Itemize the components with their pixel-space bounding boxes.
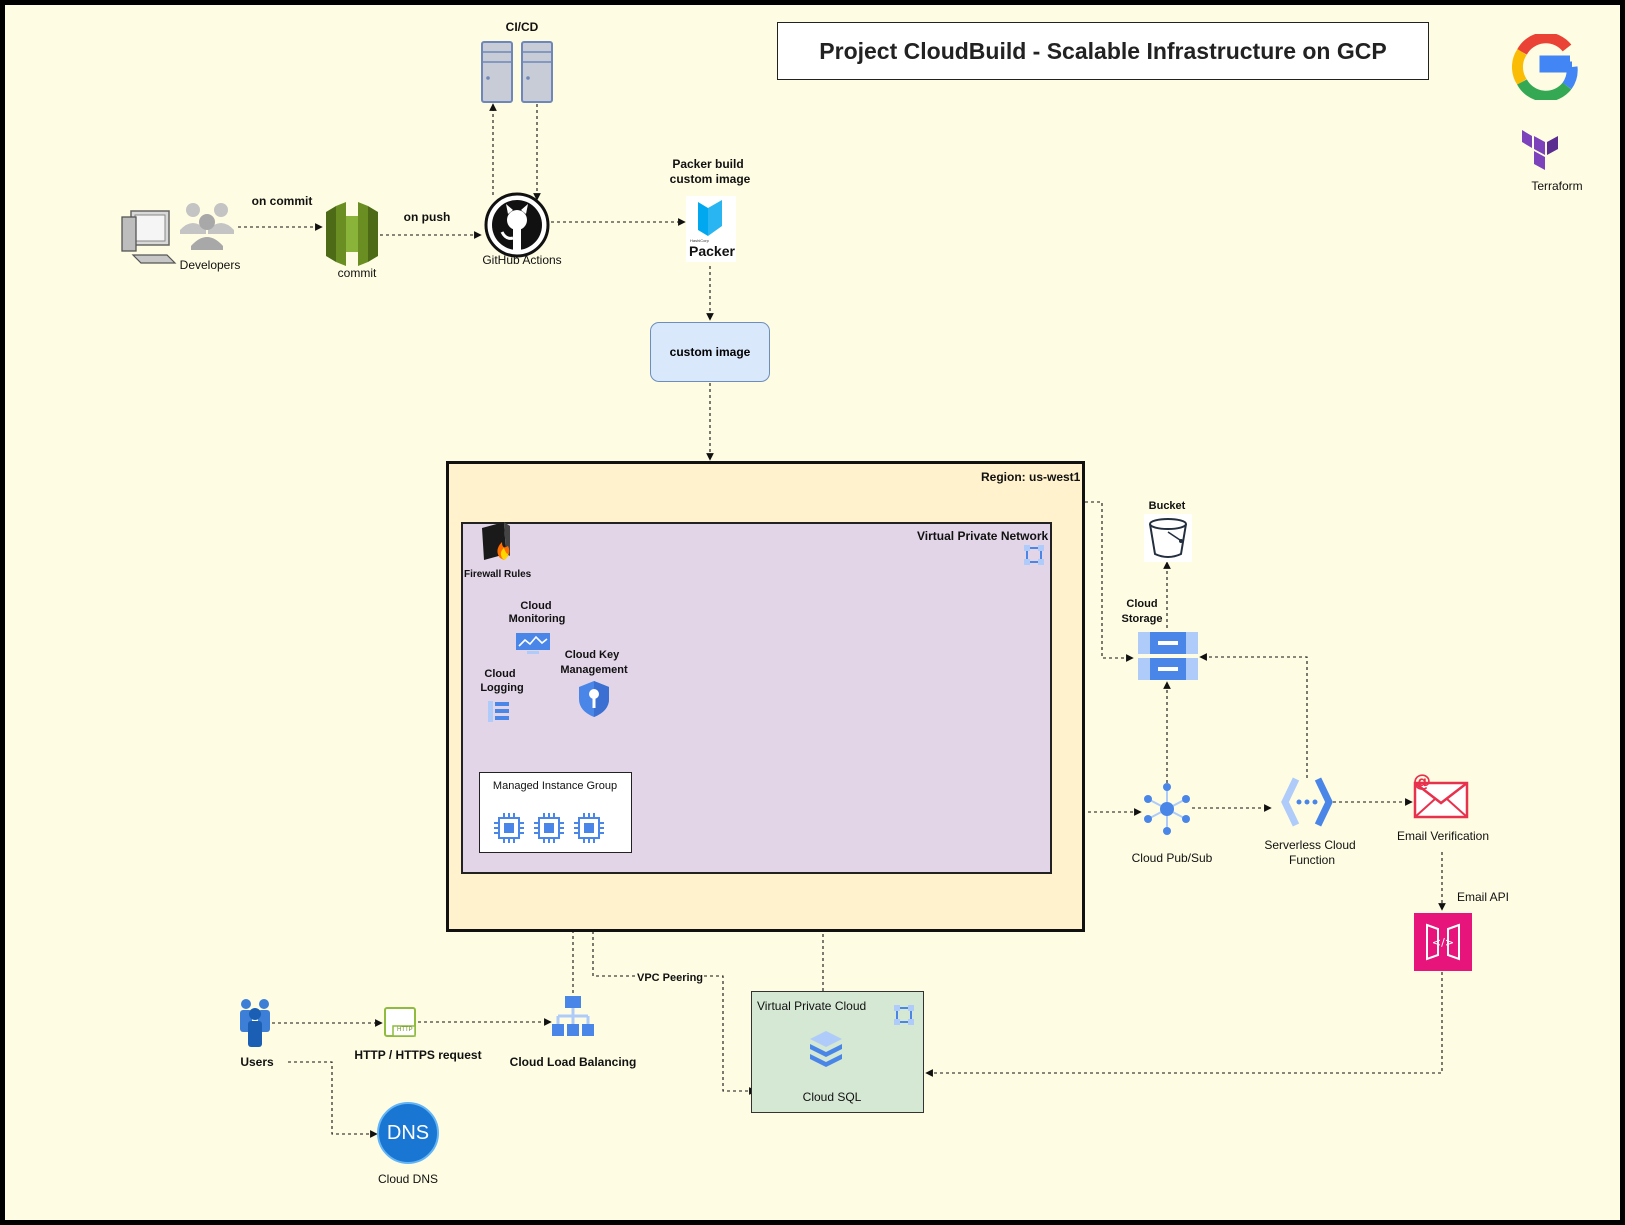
storage-label-2: Storage xyxy=(1121,613,1163,625)
server-icon xyxy=(481,41,553,103)
custom-image-box[interactable]: custom image xyxy=(650,322,770,382)
users-label: Users xyxy=(240,1055,274,1069)
svg-text:@: @ xyxy=(1413,771,1431,792)
function-icon xyxy=(1281,777,1333,827)
storage-icon xyxy=(1138,632,1198,680)
packer-icon: HashiCorp Packer xyxy=(686,196,736,262)
bucket-icon xyxy=(1144,514,1192,562)
commit-label: commit xyxy=(337,266,377,280)
monitoring-icon xyxy=(516,633,550,654)
on-commit-label: on commit xyxy=(251,194,313,208)
developers-label: Developers xyxy=(179,258,241,272)
packer-build-label-2: custom image xyxy=(669,172,751,186)
cloud-dns-label: Cloud DNS xyxy=(377,1172,439,1186)
load-balancer-icon xyxy=(552,996,594,1036)
svg-text:</>: </> xyxy=(1432,936,1454,949)
logging-icon xyxy=(488,701,509,722)
vpn-label: Virtual Private Network xyxy=(917,529,1049,543)
pubsub-label: Cloud Pub/Sub xyxy=(1131,851,1213,865)
vpc-icon xyxy=(894,1005,914,1025)
logging-label-2: Logging xyxy=(480,682,524,694)
github-actions-label: GitHub Actions xyxy=(482,253,562,267)
cicd-label: CI/CD xyxy=(505,20,539,34)
computer-icon xyxy=(121,210,177,264)
packer-build-label-1: Packer build xyxy=(672,157,744,171)
github-icon[interactable] xyxy=(484,192,552,258)
vpc-peering-label: VPC Peering xyxy=(637,972,704,984)
packer-logo-text: Packer xyxy=(689,243,735,259)
compute-chip-icon xyxy=(494,812,605,844)
vpc-container xyxy=(751,991,924,1113)
on-push-label: on push xyxy=(403,210,451,224)
dns-icon: DNS xyxy=(377,1102,439,1164)
http-badge: HTTP xyxy=(397,1027,413,1033)
kms-icon xyxy=(579,681,609,717)
bucket-label: Bucket xyxy=(1148,500,1186,512)
google-logo-icon xyxy=(1512,34,1578,100)
http-icon xyxy=(384,1007,416,1037)
users-icon xyxy=(240,999,270,1047)
mig-label: Managed Instance Group xyxy=(492,780,618,792)
kms-label-1: Cloud Key xyxy=(564,649,620,661)
function-label-1: Serverless Cloud xyxy=(1264,838,1356,852)
vpc-label: Virtual Private Cloud xyxy=(757,999,867,1013)
packer-logo-small: HashiCorp xyxy=(690,238,709,243)
users-icon xyxy=(180,203,234,250)
sql-icon xyxy=(810,1031,842,1067)
email-icon: @ xyxy=(1413,771,1469,819)
load-balancing-label: Cloud Load Balancing xyxy=(509,1055,637,1069)
function-label-2: Function xyxy=(1288,853,1336,867)
page-title: Project CloudBuild - Scalable Infrastruc… xyxy=(777,22,1429,80)
firewall-icon xyxy=(482,522,510,560)
pubsub-icon xyxy=(1144,783,1190,835)
email-api-label: Email API xyxy=(1457,890,1510,904)
firewall-label: Firewall Rules xyxy=(464,569,532,580)
logging-label-1: Cloud xyxy=(484,668,516,680)
terraform-label: Terraform xyxy=(1531,179,1583,193)
vpc-icon xyxy=(1024,545,1044,565)
api-gateway-icon[interactable]: </> xyxy=(1414,913,1472,971)
kms-label-2: Management xyxy=(560,664,628,676)
codecommit-icon xyxy=(326,202,378,266)
monitoring-label-1: Cloud xyxy=(520,600,552,612)
terraform-icon xyxy=(1522,130,1558,170)
http-label: HTTP / HTTPS request xyxy=(354,1048,482,1062)
email-verification-label: Email Verification xyxy=(1396,829,1490,843)
cloud-sql-label: Cloud SQL xyxy=(802,1090,862,1104)
storage-label-1: Cloud xyxy=(1126,598,1158,610)
region-label: Region: us-west1 xyxy=(981,470,1081,484)
monitoring-label-2: Monitoring xyxy=(508,613,566,625)
